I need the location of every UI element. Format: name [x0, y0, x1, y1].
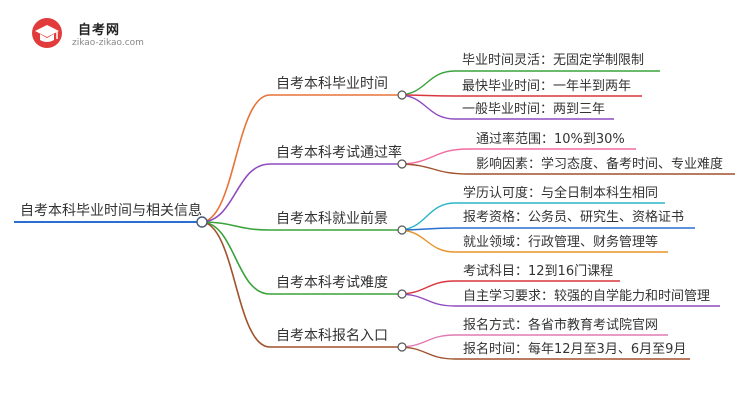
- leaf-connector: [397, 94, 456, 120]
- leaf-connector: [397, 148, 469, 165]
- branch-connector: [200, 94, 271, 223]
- leaf-general-time: 一般毕业时间：两到三年: [462, 102, 606, 117]
- branch-node-circle: [397, 90, 407, 100]
- logo-title: 自考网: [78, 23, 121, 38]
- leaf-flexible-time: 毕业时间灵活：无固定学制限制: [462, 53, 645, 68]
- leaf-connector: [397, 202, 456, 231]
- branch-node-circle: [397, 342, 407, 352]
- leaf-connector: [397, 70, 456, 96]
- branch-difficulty-label: 自考本科考试难度: [276, 275, 388, 291]
- leaf-connector: [397, 293, 456, 307]
- leaf-registration-period: 报名时间：每年12月至3月、6月至9月: [463, 342, 687, 357]
- branch-graduation-time-label: 自考本科毕业时间: [276, 76, 388, 92]
- leaf-employment-fields: 就业领域：行政管理、财务管理等: [463, 235, 659, 250]
- leaf-connector: [397, 280, 456, 295]
- branch-node-circle: [397, 289, 407, 299]
- leaf-degree-recognition: 学历认可度：与全日制本科生相同: [463, 186, 659, 201]
- root-node-circle: [196, 216, 208, 228]
- branch-node-circle: [397, 159, 407, 169]
- leaf-connector: [397, 334, 456, 348]
- root-node-label: 自考本科毕业时间与相关信息: [20, 203, 202, 219]
- leaf-self-study-requirement: 自主学习要求：较强的自学能力和时间管理: [463, 289, 711, 304]
- leaf-connector: [397, 163, 469, 175]
- leaf-influence-factors: 影响因素：学习态度、备考时间、专业难度: [476, 157, 724, 172]
- branch-connector: [200, 221, 271, 348]
- branch-registration-label: 自考本科报名入口: [276, 328, 388, 344]
- leaf-exam-subjects: 考试科目：12到16门课程: [463, 264, 614, 279]
- branch-pass-rate-label: 自考本科考试通过率: [276, 145, 402, 161]
- branch-node-circle: [397, 225, 407, 235]
- branch-employment-label: 自考本科就业前景: [276, 211, 388, 227]
- branch-connector: [200, 163, 271, 223]
- leaf-connector: [397, 346, 456, 360]
- leaf-registration-method: 报名方式：各省市教育考试院官网: [463, 318, 659, 333]
- logo-subtitle: zikao-zikao.com: [72, 38, 144, 48]
- leaf-connector: [397, 229, 456, 253]
- branch-connector: [200, 221, 271, 231]
- leaf-fastest-time: 最快毕业时间：一年半到两年: [462, 79, 632, 94]
- leaf-pass-rate-range: 通过率范围：10%到30%: [476, 132, 625, 147]
- graduation-cap-logo-icon: [32, 18, 62, 48]
- leaf-exam-eligibility: 报考资格：公务员、研究生、资格证书: [463, 210, 685, 225]
- site-logo[interactable]: 自考网 zikao-zikao.com: [30, 16, 180, 52]
- branch-connector: [200, 221, 271, 295]
